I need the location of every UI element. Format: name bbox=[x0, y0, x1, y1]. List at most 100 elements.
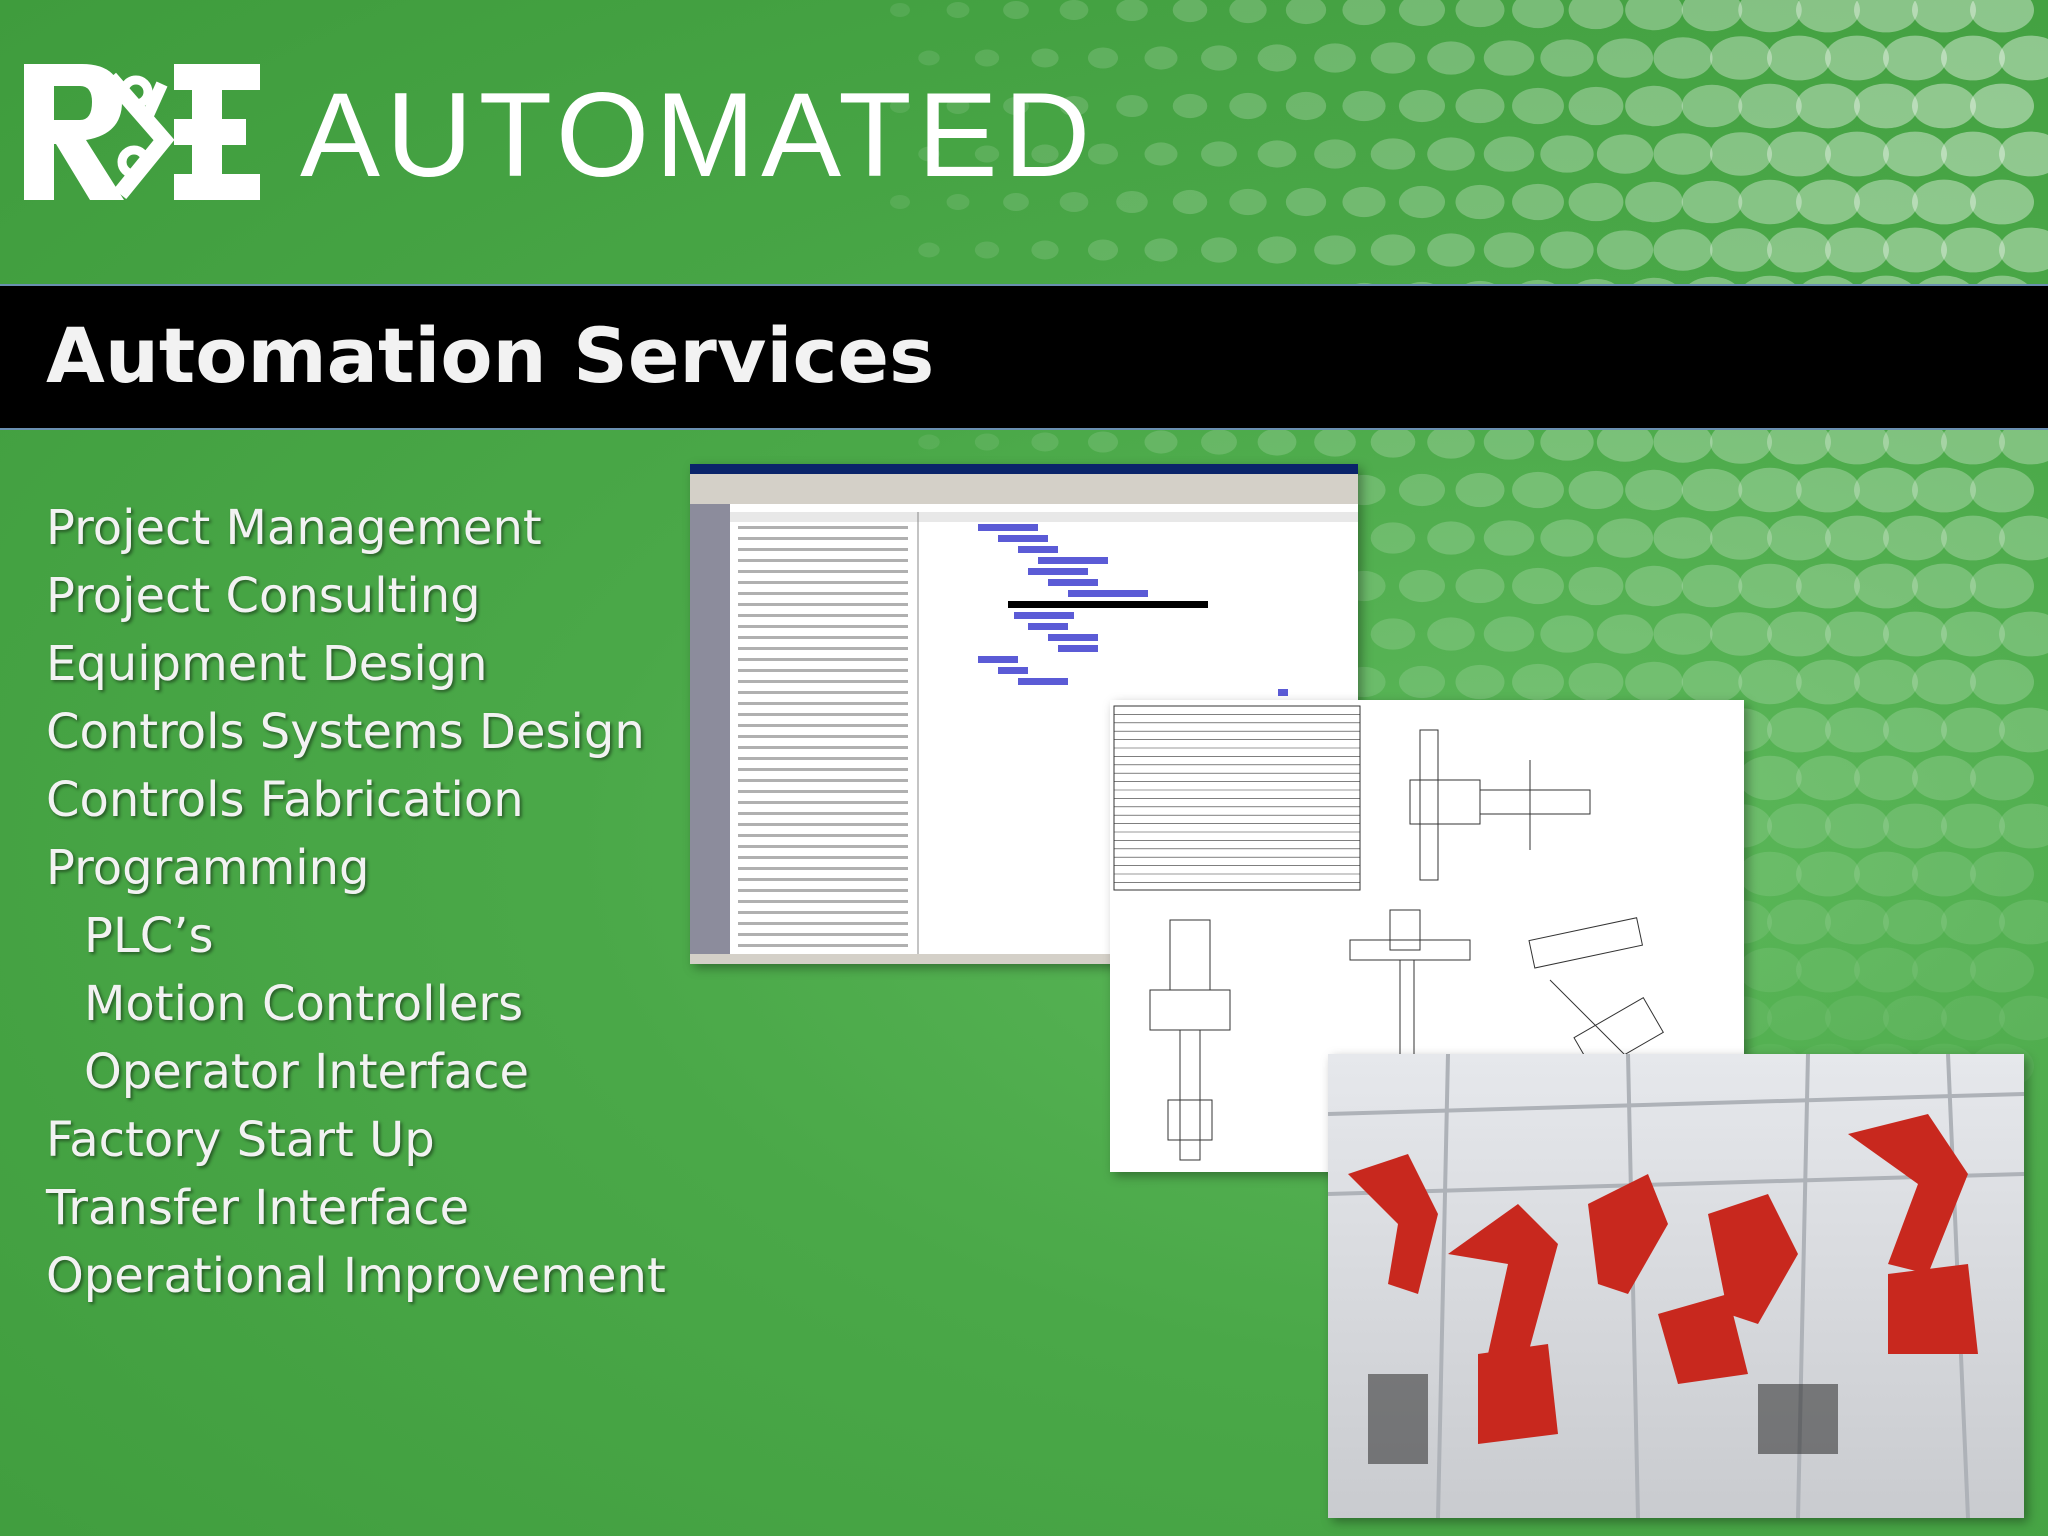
background-dot bbox=[1912, 83, 1976, 129]
background-dot bbox=[1483, 232, 1535, 268]
background-dot bbox=[1825, 35, 1889, 81]
background-dot bbox=[1767, 227, 1831, 273]
background-dot bbox=[1512, 87, 1564, 125]
background-dot bbox=[1970, 467, 2034, 513]
background-dot bbox=[1854, 947, 1918, 993]
background-dot bbox=[1738, 659, 1802, 705]
background-dot bbox=[1455, 88, 1505, 124]
background-dot bbox=[1796, 851, 1860, 897]
background-dot bbox=[1483, 136, 1535, 172]
background-dot bbox=[946, 97, 970, 115]
background-dot bbox=[1767, 131, 1831, 177]
service-item: Project Consulting bbox=[46, 568, 481, 624]
service-subitem: Operator Interface bbox=[84, 1044, 530, 1100]
background-dot bbox=[1941, 611, 2005, 657]
background-dot bbox=[1767, 707, 1831, 753]
robotic-factory-photo bbox=[1328, 1054, 2024, 1518]
background-dot bbox=[1999, 131, 2048, 177]
background-dot bbox=[1999, 707, 2048, 753]
background-dot bbox=[1999, 803, 2048, 849]
background-dot bbox=[1427, 521, 1475, 555]
background-dot bbox=[1314, 427, 1356, 457]
background-dot bbox=[1941, 35, 2005, 81]
background-dot bbox=[1999, 995, 2048, 1041]
background-dot bbox=[1596, 518, 1654, 558]
background-dot bbox=[1681, 84, 1743, 128]
background-dot bbox=[1825, 995, 1889, 1041]
service-item: Controls Fabrication bbox=[46, 772, 524, 828]
background-dot bbox=[1144, 142, 1178, 166]
background-dot bbox=[1625, 469, 1683, 511]
background-dot bbox=[1796, 563, 1860, 609]
service-subitem: PLC’s bbox=[84, 908, 214, 964]
background-dot bbox=[1883, 419, 1947, 465]
company-logo-mark bbox=[24, 64, 260, 200]
background-dot bbox=[1398, 0, 1446, 27]
background-dot bbox=[1970, 659, 2034, 705]
background-dot bbox=[1031, 240, 1059, 260]
background-dot bbox=[1427, 41, 1475, 75]
background-dot bbox=[1854, 755, 1918, 801]
service-item: Operational Improvement bbox=[46, 1248, 666, 1304]
background-dot bbox=[1427, 137, 1475, 171]
background-dot bbox=[1342, 90, 1386, 122]
background-dot bbox=[1625, 0, 1683, 31]
background-dot bbox=[1427, 233, 1475, 267]
background-dot bbox=[918, 50, 940, 66]
background-dot bbox=[1625, 661, 1683, 703]
background-dot bbox=[918, 434, 940, 450]
background-dot bbox=[1398, 89, 1446, 123]
background-dot bbox=[1512, 567, 1564, 605]
background-dot bbox=[1653, 229, 1713, 271]
background-dot bbox=[1370, 138, 1416, 170]
background-dot bbox=[1596, 422, 1654, 462]
background-dot bbox=[1941, 995, 2005, 1041]
background-dot bbox=[1970, 83, 2034, 129]
service-item: Factory Start Up bbox=[46, 1112, 435, 1168]
background-dot bbox=[1912, 0, 1976, 33]
background-dot bbox=[1370, 234, 1416, 266]
background-dot bbox=[1201, 237, 1237, 263]
background-dot bbox=[1059, 95, 1089, 117]
background-dot bbox=[1144, 46, 1178, 70]
background-dot bbox=[1941, 803, 2005, 849]
background-dot bbox=[1825, 803, 1889, 849]
background-dot bbox=[1370, 426, 1416, 458]
background-dot bbox=[1540, 615, 1594, 653]
background-dot bbox=[1854, 467, 1918, 513]
title-bar: Automation Services bbox=[0, 284, 2048, 430]
background-dot bbox=[1483, 616, 1535, 652]
background-dot bbox=[1912, 179, 1976, 225]
background-dot bbox=[1883, 707, 1947, 753]
background-dot bbox=[1540, 519, 1594, 557]
background-dot bbox=[1483, 424, 1535, 460]
background-dot bbox=[1116, 0, 1148, 22]
background-dot bbox=[890, 99, 910, 113]
service-subitem: Motion Controllers bbox=[84, 976, 524, 1032]
background-dot bbox=[1398, 665, 1446, 699]
background-dot bbox=[1854, 659, 1918, 705]
background-dot bbox=[1003, 0, 1029, 20]
background-dot bbox=[1738, 83, 1802, 129]
background-dot bbox=[1370, 42, 1416, 74]
background-dot bbox=[1483, 40, 1535, 76]
background-dot bbox=[1059, 0, 1089, 21]
background-dot bbox=[1314, 139, 1356, 169]
background-dot bbox=[1653, 37, 1713, 79]
background-dot bbox=[1596, 134, 1654, 174]
background-dot bbox=[1512, 471, 1564, 509]
background-dot bbox=[1455, 472, 1505, 508]
background-dot bbox=[1709, 612, 1773, 656]
background-dot bbox=[1941, 227, 2005, 273]
background-dot bbox=[1883, 995, 1947, 1041]
background-dot bbox=[1709, 420, 1773, 464]
background-dot bbox=[1087, 143, 1119, 165]
background-dot bbox=[1738, 563, 1802, 609]
background-dot bbox=[1825, 227, 1889, 273]
background-dot bbox=[1825, 899, 1889, 945]
background-dot bbox=[1767, 899, 1831, 945]
background-dot bbox=[1854, 83, 1918, 129]
background-dot bbox=[1625, 181, 1683, 223]
background-dot bbox=[1738, 467, 1802, 513]
background-dot bbox=[1568, 86, 1624, 126]
